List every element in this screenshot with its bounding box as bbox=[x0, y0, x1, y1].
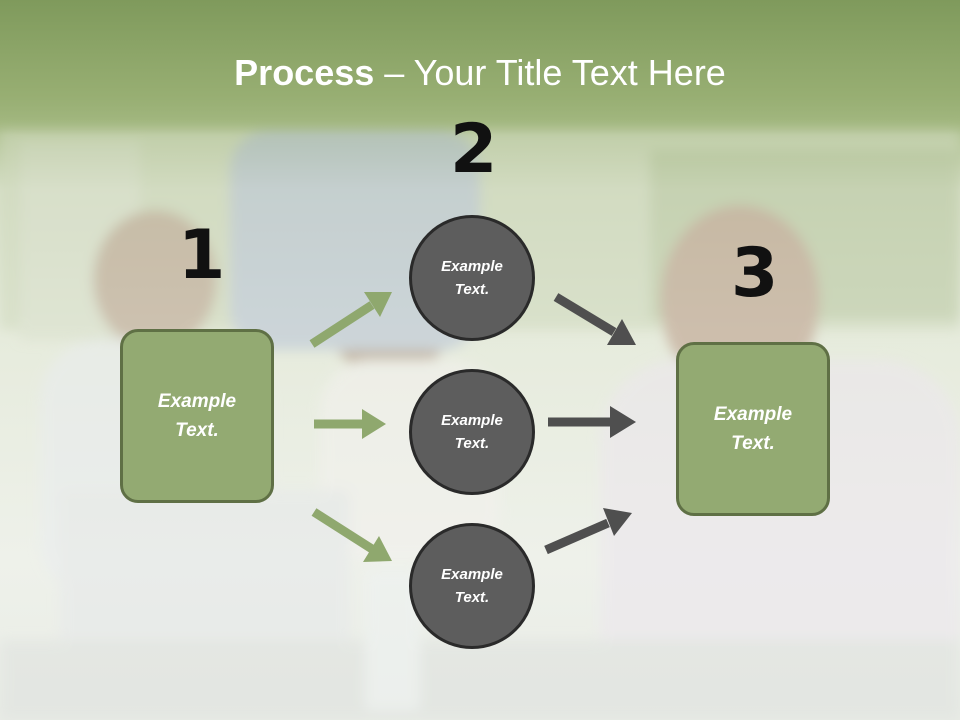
header-band bbox=[0, 0, 960, 135]
dark-arrow-down bbox=[553, 293, 636, 345]
slide-title: Process – Your Title Text Here bbox=[0, 52, 960, 94]
title-bold: Process bbox=[234, 52, 375, 93]
green-arrow-middle bbox=[314, 409, 386, 439]
step-number-2: 2 bbox=[450, 110, 498, 189]
green-arrow-down bbox=[311, 508, 392, 562]
dark-arrow-middle bbox=[548, 406, 636, 438]
green-arrow-up bbox=[309, 292, 392, 348]
dark-arrow-up bbox=[544, 508, 632, 555]
step-number-3: 3 bbox=[731, 234, 779, 313]
step-number-1: 1 bbox=[178, 216, 226, 295]
title-rest: – Your Title Text Here bbox=[374, 52, 726, 93]
